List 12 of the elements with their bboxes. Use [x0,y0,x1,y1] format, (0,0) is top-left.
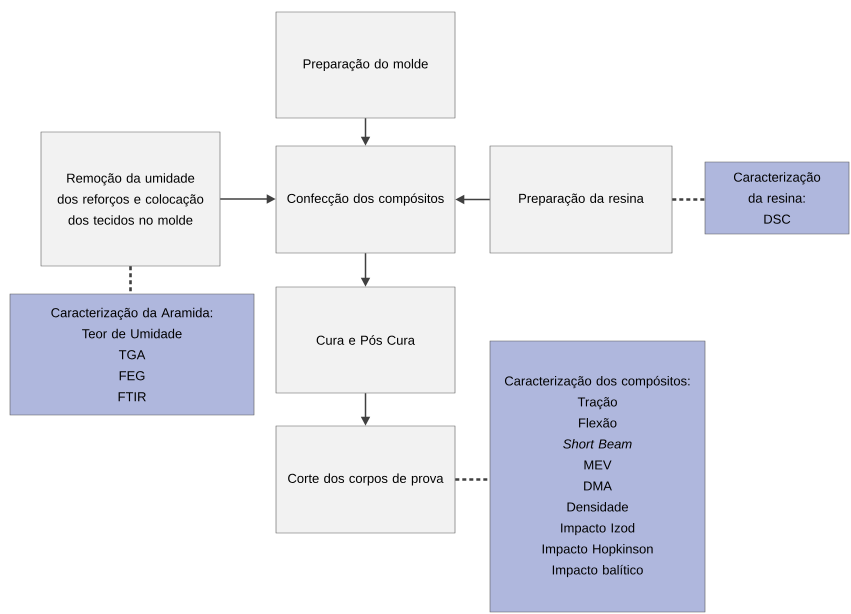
characterization-box: Caracterização da Aramida: Teor de Umidade TGA FEG FTIR [10,294,254,416]
connector-line [455,478,490,481]
connector-line [672,198,705,201]
process-box: Confecção dos compósitos [276,146,456,254]
process-box: Cura e Pós Cura [276,286,456,394]
characterization-box: Caracterização da resina: DSC [704,162,850,234]
characterization-box: Caracterização dos compósitos: Tração Flexão Short Beam MEV DMA Densidade Impacto Izod Impacto Hopkinson Impacto balítico [490,340,706,612]
process-box: Preparação do molde [276,12,456,118]
process-box: Corte dos corpos de prova [276,426,456,534]
connector-line [129,266,132,294]
process-box: Remoção da umidade dos reforços e colocação dos tecidos no molde [40,132,220,266]
process-box: Preparação da resina [490,146,672,254]
